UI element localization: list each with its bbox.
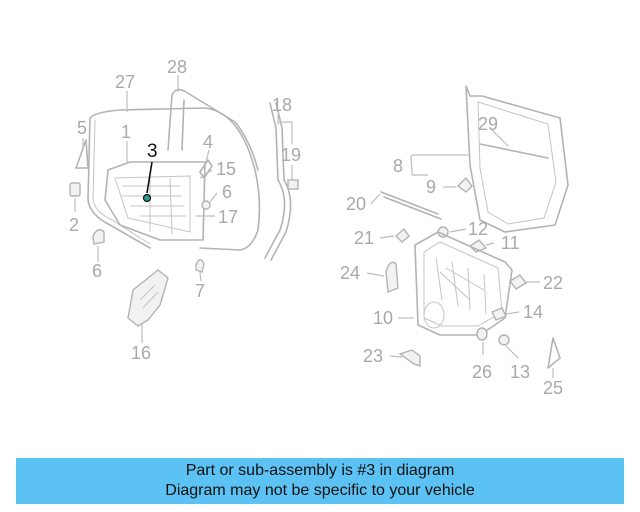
callout-7: 7 bbox=[195, 281, 205, 301]
callout-3-highlighted: 3 bbox=[147, 141, 158, 162]
callout-24: 24 bbox=[340, 263, 360, 283]
parts-diagram: 27 28 5 1 3 4 15 2 6 17 6 7 16 18 19 29 … bbox=[69, 57, 569, 398]
callout-14: 14 bbox=[523, 302, 543, 322]
callout-25: 25 bbox=[543, 378, 563, 398]
callout-29: 29 bbox=[478, 114, 498, 134]
callout-6-upper: 6 bbox=[222, 182, 232, 202]
callout-22: 22 bbox=[543, 273, 563, 293]
callout-28: 28 bbox=[167, 57, 187, 77]
callout-21: 21 bbox=[354, 228, 374, 248]
pillar-seal-group bbox=[264, 102, 299, 261]
part-info-line: Part or sub-assembly is #3 in diagram bbox=[185, 462, 455, 479]
callout-15: 15 bbox=[216, 159, 236, 179]
part-3-leader bbox=[146, 161, 153, 194]
callout-23: 23 bbox=[363, 346, 383, 366]
part-info-banner: Part or sub-assembly is #3 in diagram Di… bbox=[16, 458, 624, 504]
callout-27: 27 bbox=[115, 72, 135, 92]
diagram-disclaimer-line: Diagram may not be specific to your vehi… bbox=[165, 482, 475, 499]
callout-16: 16 bbox=[131, 343, 151, 363]
callout-10: 10 bbox=[373, 308, 393, 328]
callout-labels: 27 28 5 1 3 4 15 2 6 17 6 7 16 18 19 29 … bbox=[69, 57, 563, 398]
door-module-right bbox=[380, 85, 569, 369]
callout-17: 17 bbox=[218, 207, 238, 227]
leader-lines bbox=[74, 75, 554, 378]
callout-4: 4 bbox=[203, 132, 213, 152]
callout-8: 8 bbox=[393, 156, 403, 176]
callout-2: 2 bbox=[69, 215, 79, 235]
callout-18: 18 bbox=[272, 95, 292, 115]
callout-12: 12 bbox=[468, 219, 488, 239]
callout-11: 11 bbox=[501, 233, 520, 253]
callout-1: 1 bbox=[121, 122, 131, 142]
callout-5: 5 bbox=[77, 118, 87, 138]
rear-door-assembly-left bbox=[69, 88, 261, 327]
callout-26: 26 bbox=[472, 362, 492, 382]
callout-6-lower: 6 bbox=[92, 261, 102, 281]
callout-20: 20 bbox=[346, 194, 366, 214]
callout-13: 13 bbox=[510, 362, 530, 382]
callout-9: 9 bbox=[426, 177, 436, 197]
callout-19: 19 bbox=[281, 145, 301, 165]
